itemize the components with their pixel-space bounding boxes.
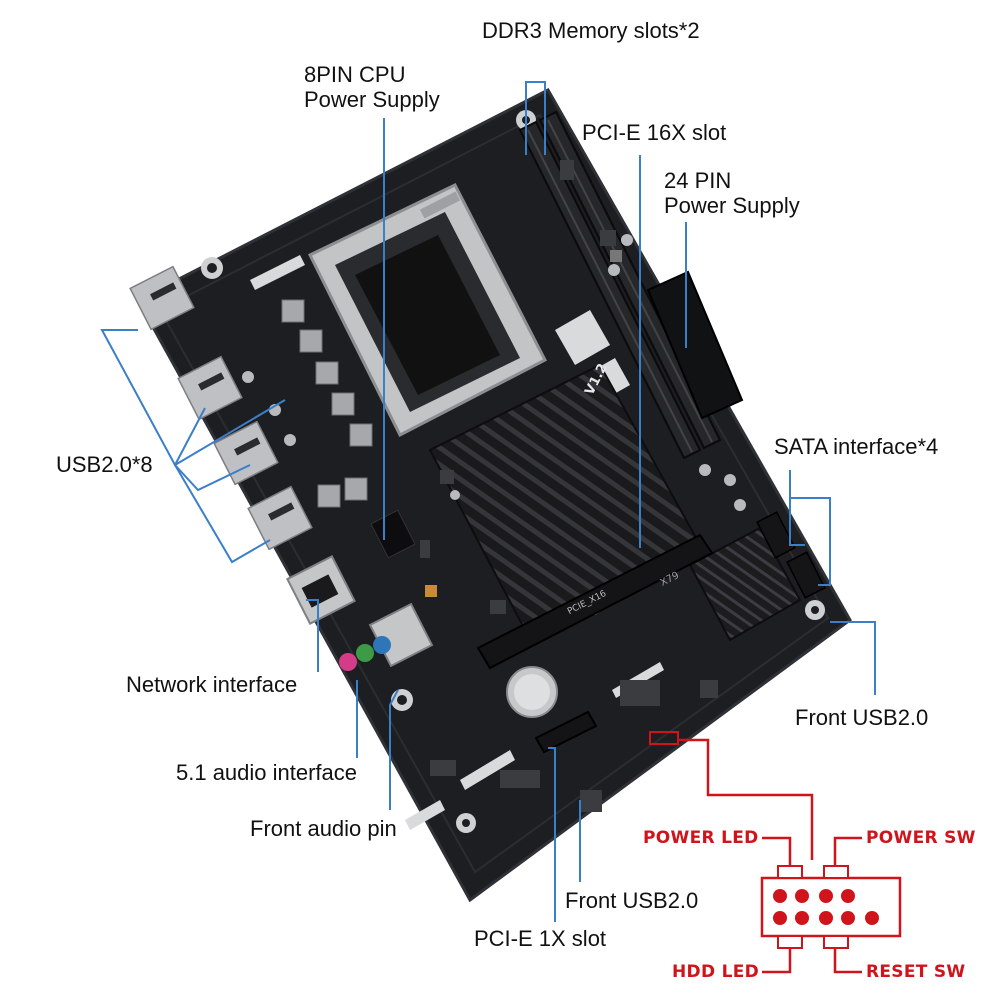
usb-ports: [129, 265, 313, 551]
atx-24pin-connector: [646, 270, 744, 420]
pin: [773, 889, 787, 903]
pin: [841, 911, 855, 925]
label-front-audio: Front audio pin: [250, 816, 397, 841]
label-pcie16: PCI-E 16X slot: [582, 120, 727, 145]
leader-front-usb-right: [830, 621, 876, 695]
leader-front-audio: [389, 689, 399, 810]
pin: [819, 889, 833, 903]
pin-tab-bottom-left: [777, 935, 803, 949]
bridge-heatsink: [688, 526, 802, 642]
mounting-holes: [201, 110, 825, 833]
label-front-usb-right: Front USB2.0: [795, 705, 929, 730]
pin: [865, 911, 879, 925]
leader-usb-mid: [173, 407, 271, 564]
label-reset-sw: RESET SW: [866, 962, 966, 982]
leader-network: [306, 599, 319, 672]
ddr3-slots: [518, 110, 722, 460]
pin-header-outline: [760, 876, 902, 938]
label-cpu-power-line2: Power Supply: [304, 87, 440, 112]
label-hdd-led: HDD LED: [672, 962, 760, 982]
label-24pin: 24 PIN Power Supply: [664, 168, 800, 218]
leader-ddr3: [525, 81, 546, 155]
pin: [795, 889, 809, 903]
label-cpu-power: 8PIN CPU Power Supply: [304, 62, 440, 112]
audio-jacks: [339, 602, 434, 671]
cpu-socket: [307, 183, 548, 438]
pin-tab-bottom-right: [823, 935, 849, 949]
pin: [819, 911, 833, 925]
leader-sata: [789, 470, 805, 546]
pin: [841, 889, 855, 903]
label-network: Network interface: [126, 672, 298, 697]
leader-usb-mid2: [174, 464, 251, 492]
front-panel-header-highlight: [649, 731, 679, 745]
label-cpu-power-line1: 8PIN CPU: [304, 62, 406, 87]
label-sata: SATA interface*4: [774, 434, 939, 459]
label-usb: USB2.0*8: [56, 452, 153, 477]
leader-pcie1: [548, 747, 556, 922]
vrm-chokes: [281, 299, 373, 508]
pin: [795, 911, 809, 925]
pcie-1x-slot: [534, 710, 598, 754]
leader-sata2: [790, 497, 831, 586]
pin-tab-top-right: [823, 865, 849, 879]
label-ddr3: DDR3 Memory slots*2: [482, 18, 700, 43]
pcie-16x-slot: [476, 533, 714, 670]
label-power-sw: POWER SW: [866, 828, 976, 848]
label-audio51: 5.1 audio interface: [176, 760, 358, 785]
pin-tab-top-left: [777, 865, 803, 879]
pin: [773, 911, 787, 925]
label-pcie1: PCI-E 1X slot: [474, 926, 607, 951]
leader-usb-upper: [100, 329, 286, 467]
label-24pin-line1: 24 PIN: [664, 168, 732, 193]
label-power-led: POWER LED: [643, 828, 759, 848]
label-front-usb-bottom: Front USB2.0: [565, 888, 699, 913]
sata-ports: [756, 511, 826, 599]
label-24pin-line2: Power Supply: [664, 193, 800, 218]
